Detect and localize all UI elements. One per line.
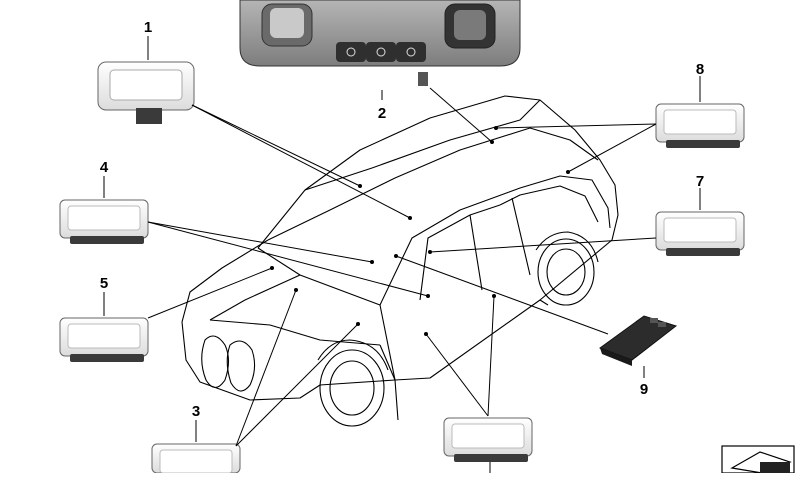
callout-4: 4 xyxy=(100,159,109,176)
callout-7: 7 xyxy=(696,173,704,190)
callout-3: 3 xyxy=(192,403,200,420)
lamp-5 xyxy=(59,317,149,362)
callout-5: 5 xyxy=(100,275,108,292)
callout-labels: 1 2 3 4 5 8 7 9 xyxy=(100,19,704,420)
callout-1: 1 xyxy=(144,19,152,36)
leader-lines xyxy=(103,36,701,473)
callout-8: 8 xyxy=(696,61,704,78)
lamp-6 xyxy=(443,417,533,462)
lamp-7 xyxy=(655,211,745,256)
overhead-console xyxy=(239,0,521,86)
lamp-4 xyxy=(59,199,149,244)
lamp-1 xyxy=(97,61,195,124)
callout-2: 2 xyxy=(378,105,386,122)
control-module-9 xyxy=(598,315,678,366)
callout-9: 9 xyxy=(640,381,648,398)
catalog-corner-icon xyxy=(721,445,795,474)
leader-dots xyxy=(270,126,570,336)
lamp-3 xyxy=(151,443,241,474)
car-outline xyxy=(181,95,619,427)
lamp-8 xyxy=(655,103,745,148)
